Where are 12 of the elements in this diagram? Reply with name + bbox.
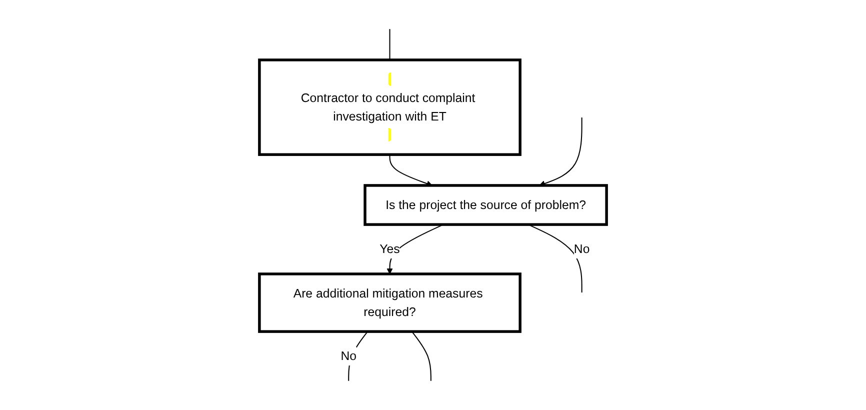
arrow — [389, 154, 432, 186]
edge-label: No — [340, 349, 356, 363]
edge-label: Yes — [380, 242, 400, 256]
connector — [389, 29, 390, 60]
connector — [348, 331, 368, 381]
node-box: Are additional mitigation measures required? — [258, 272, 522, 333]
arrow — [539, 118, 582, 186]
connector — [528, 224, 582, 292]
edge-label: No — [574, 242, 590, 256]
node-box: Contractor to conduct complaint investigation with ET — [258, 58, 522, 156]
connector — [412, 331, 432, 381]
node-box: Is the project the source of problem? — [364, 184, 608, 226]
